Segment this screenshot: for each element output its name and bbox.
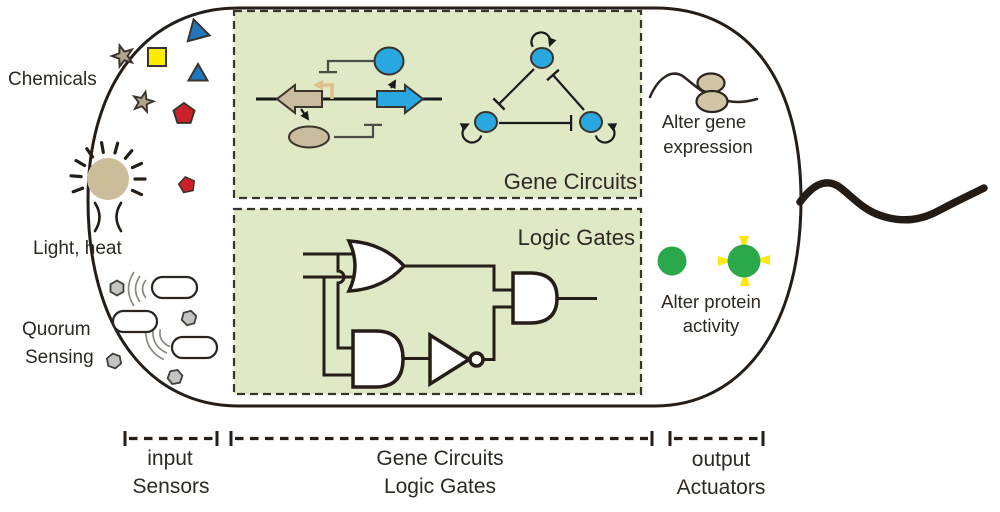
polymerase-blob bbox=[696, 72, 726, 94]
self-loop-arrow bbox=[530, 31, 557, 48]
and-gate bbox=[351, 329, 405, 389]
bracket-input: input Sensors bbox=[123, 431, 219, 498]
self-loop-arrow bbox=[459, 123, 483, 144]
not-gate bbox=[428, 331, 473, 388]
not-gate-bubble bbox=[468, 351, 485, 368]
burst-triangle-icon bbox=[755, 255, 770, 265]
heat-wave-icon bbox=[115, 201, 123, 233]
quorum-label-line1: Quorum bbox=[22, 319, 91, 340]
light-heat-label: Light, heat bbox=[33, 238, 122, 259]
alter-protein-activity-group: Alter protein activity bbox=[657, 236, 770, 336]
self-loop-arrow bbox=[594, 123, 618, 144]
transcription-factor-circle bbox=[373, 46, 405, 76]
logic-gates-panel-label: Logic Gates bbox=[518, 225, 635, 250]
repression-line-ellipse-to-gene bbox=[334, 123, 382, 139]
chemicals-label: Chemicals bbox=[8, 69, 97, 90]
repression-edge bbox=[546, 68, 585, 111]
star-icon bbox=[131, 89, 157, 115]
logic-gate-circuit bbox=[303, 239, 597, 389]
signal-molecule-icon bbox=[166, 368, 184, 386]
burst-triangle-icon bbox=[740, 271, 750, 286]
sensors-label: Sensors bbox=[132, 475, 209, 498]
or-gate bbox=[346, 239, 407, 293]
repressilator-node bbox=[579, 111, 603, 133]
protein-circle-active bbox=[727, 244, 761, 278]
chemicals-group: Chemicals bbox=[8, 17, 212, 194]
square-icon bbox=[147, 47, 167, 67]
alter-protein-label-line2: activity bbox=[683, 315, 740, 336]
repressilator-node bbox=[474, 111, 498, 133]
gene-circuits-panel-label: Gene Circuits bbox=[504, 169, 637, 194]
signal-wave-icon bbox=[141, 279, 147, 299]
activated-protein-burst bbox=[718, 236, 770, 286]
repressor-ellipse bbox=[288, 125, 330, 149]
signal-molecule-icon bbox=[180, 309, 198, 327]
protein-circle bbox=[657, 246, 687, 276]
pentagon-icon bbox=[172, 101, 196, 124]
repressilator-node bbox=[530, 47, 554, 69]
repression-line-circle-to-promoter bbox=[319, 59, 374, 74]
light-heat-group: Light, heat bbox=[33, 141, 147, 259]
triangle-icon bbox=[186, 17, 212, 43]
gene-arrow-right bbox=[376, 82, 425, 116]
logic-gates-bottom-label: Logic Gates bbox=[384, 475, 496, 498]
heat-wave-icon bbox=[93, 201, 101, 233]
signal-wave-icon bbox=[127, 271, 135, 307]
alter-gene-label-line2: expression bbox=[663, 136, 752, 157]
bacterium-capsule bbox=[170, 335, 219, 360]
input-label: input bbox=[147, 447, 193, 470]
flagellum bbox=[796, 179, 988, 224]
gene-circuit-motif bbox=[256, 46, 442, 149]
gene-circuits-bottom-label: Gene Circuits bbox=[376, 447, 503, 470]
bracket-middle: Gene Circuits Logic Gates bbox=[229, 431, 654, 498]
bracket-output: output Actuators bbox=[668, 431, 766, 499]
quorum-label-line2: Sensing bbox=[25, 347, 94, 368]
signal-molecule-icon bbox=[109, 279, 125, 297]
and-gate-output bbox=[511, 271, 559, 325]
polymerase-blob bbox=[695, 89, 729, 114]
star-icon bbox=[109, 42, 135, 70]
light-rays-icon bbox=[69, 141, 147, 197]
burst-triangle-icon bbox=[739, 236, 749, 251]
branch-wire bbox=[322, 277, 355, 377]
expression-arrow bbox=[387, 79, 396, 90]
signal-wave-icon bbox=[134, 275, 141, 303]
burst-triangle-icon bbox=[718, 256, 733, 266]
gene-arrow-left bbox=[275, 82, 323, 116]
bacterium-capsule bbox=[111, 309, 159, 334]
not-output-wire bbox=[483, 305, 515, 361]
output-label: output bbox=[692, 448, 751, 471]
quorum-sensing-group: Quorum Sensing bbox=[22, 271, 219, 386]
triangle-icon bbox=[186, 61, 210, 82]
branch-wire-with-hop bbox=[336, 254, 355, 350]
repression-edge bbox=[492, 68, 535, 111]
dna-squiggle bbox=[648, 72, 759, 104]
light-blob-icon bbox=[87, 158, 129, 200]
actuators-label: Actuators bbox=[677, 476, 766, 499]
or-output-wire bbox=[404, 264, 515, 292]
alter-gene-expression-group: Alter gene expression bbox=[648, 72, 759, 157]
alter-protein-label-line1: Alter protein bbox=[661, 291, 761, 312]
signal-molecule-icon bbox=[105, 352, 123, 370]
promoter-arrow-icon bbox=[313, 80, 334, 99]
repressilator-motif bbox=[459, 31, 618, 144]
pentagon-icon bbox=[177, 176, 195, 194]
expression-arrow bbox=[300, 108, 310, 121]
bacterium-capsule bbox=[150, 275, 199, 300]
alter-gene-label-line1: Alter gene bbox=[662, 111, 746, 132]
